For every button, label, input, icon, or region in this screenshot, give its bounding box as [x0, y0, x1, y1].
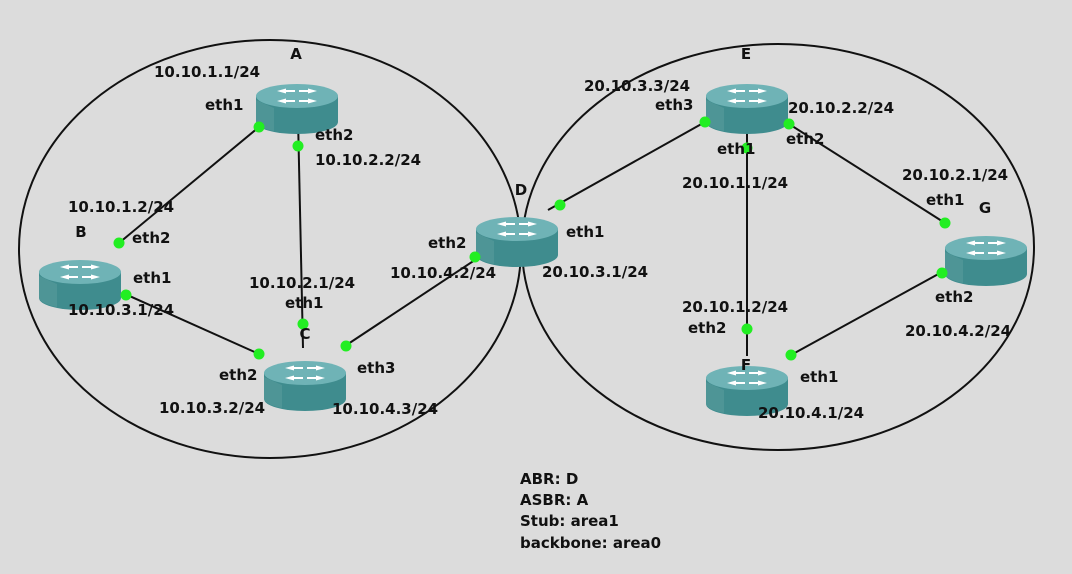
label-e-eth2: eth2	[786, 130, 824, 148]
router-e[interactable]	[706, 84, 788, 134]
links	[118, 117, 946, 356]
router-f[interactable]	[706, 366, 788, 416]
ip-a-eth2: 10.10.2.2/24	[315, 151, 421, 169]
label-g-eth1: eth1	[926, 191, 964, 209]
ip-g-eth1: 20.10.2.1/24	[902, 166, 1008, 184]
ip-f-eth2: 20.10.1.2/24	[682, 298, 788, 316]
legend-asbr: ASBR: A	[520, 491, 589, 509]
ip-c-eth2: 10.10.3.2/24	[159, 399, 265, 417]
router-label-e: E	[741, 45, 751, 63]
ip-e-eth3: 20.10.3.3/24	[584, 77, 690, 95]
port-e-eth2[interactable]	[783, 118, 795, 130]
router-icon	[706, 84, 788, 134]
router-icon	[706, 366, 788, 416]
port-a-eth2[interactable]	[292, 140, 304, 152]
link-e-g	[788, 123, 946, 224]
router-g[interactable]	[945, 236, 1027, 286]
ip-g-eth2: 20.10.4.2/24	[905, 322, 1011, 340]
label-b-eth2: eth2	[132, 229, 170, 247]
port-a-eth1[interactable]	[253, 121, 265, 133]
link-c-d	[344, 249, 491, 347]
port-f-eth2[interactable]	[741, 323, 753, 335]
link-a-b	[118, 126, 260, 244]
port-c-eth3[interactable]	[340, 340, 352, 352]
ip-e-eth2: 20.10.2.2/24	[788, 99, 894, 117]
label-b-eth1: eth1	[133, 269, 171, 287]
label-f-eth2: eth2	[688, 319, 726, 337]
port-f-eth1[interactable]	[785, 349, 797, 361]
port-d-eth2[interactable]	[469, 251, 481, 263]
router-label-b: B	[75, 223, 86, 241]
router-a[interactable]	[256, 84, 338, 134]
ip-d-eth1: 20.10.3.1/24	[542, 263, 648, 281]
label-d-eth2: eth2	[428, 234, 466, 252]
port-g-eth1[interactable]	[939, 217, 951, 229]
label-c-eth3: eth3	[357, 359, 395, 377]
router-c[interactable]	[264, 361, 346, 411]
legend-stub: Stub: area1	[520, 512, 619, 530]
link-f-g	[790, 271, 943, 356]
legend: ABR: D ASBR: A Stub: area1 backbone: are…	[520, 470, 661, 552]
port-e-eth1[interactable]	[741, 142, 753, 154]
port-d-eth1[interactable]	[554, 199, 566, 211]
ip-e-eth1: 20.10.1.1/24	[682, 174, 788, 192]
router-label-f: F	[741, 356, 751, 374]
ip-b-eth1: 10.10.3.1/24	[68, 301, 174, 319]
router-label-d: D	[515, 181, 527, 199]
label-g-eth2: eth2	[935, 288, 973, 306]
router-icon	[945, 236, 1027, 286]
link-b-c	[124, 293, 260, 355]
router-b[interactable]	[39, 260, 121, 310]
label-f-eth1: eth1	[800, 368, 838, 386]
port-b-eth1[interactable]	[120, 289, 132, 301]
router-label-g: G	[979, 199, 991, 217]
port-e-eth3[interactable]	[699, 116, 711, 128]
port-b-eth2[interactable]	[113, 237, 125, 249]
router-label-a: A	[290, 45, 302, 63]
router-icon	[476, 217, 558, 267]
ip-a-eth1: 10.10.1.1/24	[154, 63, 260, 81]
ip-b-eth2: 10.10.1.2/24	[68, 198, 174, 216]
label-a-eth2: eth2	[315, 126, 353, 144]
ip-c-eth1: 10.10.2.1/24	[249, 274, 355, 292]
label-c-eth1: eth1	[285, 294, 323, 312]
ip-d-eth2: 10.10.4.2/24	[390, 264, 496, 282]
legend-backbone: backbone: area0	[520, 534, 661, 552]
router-icon	[39, 260, 121, 310]
port-c-eth2[interactable]	[253, 348, 265, 360]
port-g-eth2[interactable]	[936, 267, 948, 279]
ip-f-eth1: 20.10.4.1/24	[758, 404, 864, 422]
label-e-eth1: eth1	[717, 140, 755, 158]
label-a-eth1: eth1	[205, 96, 243, 114]
label-d-eth1: eth1	[566, 223, 604, 241]
label-c-eth2: eth2	[219, 366, 257, 384]
legend-abr: ABR: D	[520, 470, 578, 488]
link-a-c	[297, 117, 304, 349]
router-icon	[264, 361, 346, 411]
ip-c-eth3: 10.10.4.3/24	[332, 400, 438, 418]
port-c-eth1[interactable]	[297, 318, 309, 330]
label-e-eth3: eth3	[655, 96, 693, 114]
router-d[interactable]	[476, 217, 558, 267]
router-icon	[256, 84, 338, 134]
link-d-e	[547, 121, 706, 211]
router-label-c: C	[299, 325, 310, 343]
